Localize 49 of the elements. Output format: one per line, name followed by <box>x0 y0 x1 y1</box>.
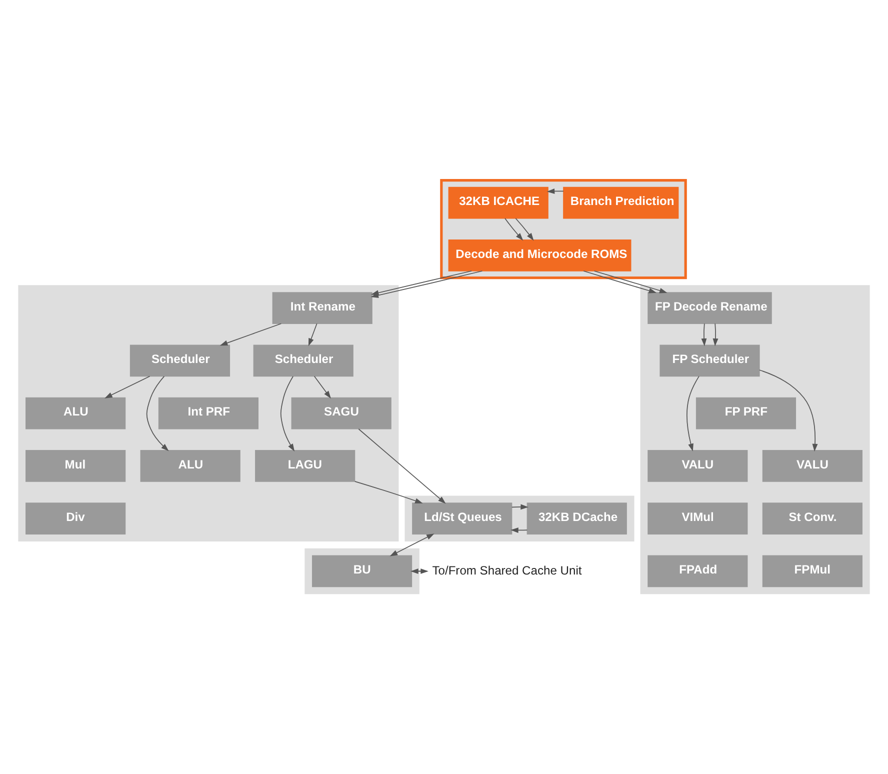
node-box: FP PRF <box>696 397 796 430</box>
node-box: VALU <box>762 450 862 482</box>
node-box: 32KB DCache <box>526 502 627 535</box>
node-box: Ld/St Queues <box>412 502 512 535</box>
node-box: Decode and Microcode ROMS <box>448 239 632 272</box>
arrow <box>686 376 700 452</box>
arrow <box>701 323 707 346</box>
arrow <box>504 218 524 241</box>
node-box: Int Rename <box>272 292 372 324</box>
node-box: VIMul <box>648 502 748 535</box>
arrow <box>358 428 446 504</box>
node-box: Scheduler <box>130 344 230 377</box>
node-box: Int PRF <box>158 397 258 430</box>
arrow <box>546 188 564 194</box>
arrow <box>104 376 150 398</box>
arrow <box>759 370 818 452</box>
node-box: St Conv. <box>762 502 862 535</box>
arrow <box>712 323 718 346</box>
cluster <box>18 285 399 542</box>
arrow <box>354 481 423 504</box>
cluster <box>440 179 687 280</box>
arrow <box>594 270 668 294</box>
node-box: 32KB ICACHE <box>448 186 548 219</box>
arrow <box>515 218 534 241</box>
node-box: ALU <box>140 450 240 482</box>
node-box: VALU <box>648 450 748 482</box>
node-box: FPAdd <box>648 555 748 588</box>
cluster <box>640 285 870 594</box>
node-box: ALU <box>26 397 126 430</box>
node-box: BU <box>312 555 412 588</box>
node-text: To/From Shared Cache Unit <box>432 563 582 578</box>
node-box: Mul <box>26 450 126 482</box>
arrow <box>511 504 528 510</box>
node-box: FP Scheduler <box>660 344 760 377</box>
node-box: Branch Prediction <box>563 186 679 219</box>
arrow <box>280 376 295 452</box>
arrow <box>583 270 657 294</box>
node-box: Div <box>26 502 126 535</box>
node-box: FP Decode Rename <box>648 292 772 324</box>
arrow <box>510 528 528 533</box>
node-box: SAGU <box>291 397 392 430</box>
arrow <box>314 376 332 399</box>
node-box: LAGU <box>255 450 356 482</box>
arrow <box>146 376 169 452</box>
node-box: FPMul <box>762 555 862 588</box>
arrow <box>390 534 434 556</box>
arrow <box>308 323 318 346</box>
node-box: Scheduler <box>253 344 354 377</box>
arrow <box>220 323 282 346</box>
